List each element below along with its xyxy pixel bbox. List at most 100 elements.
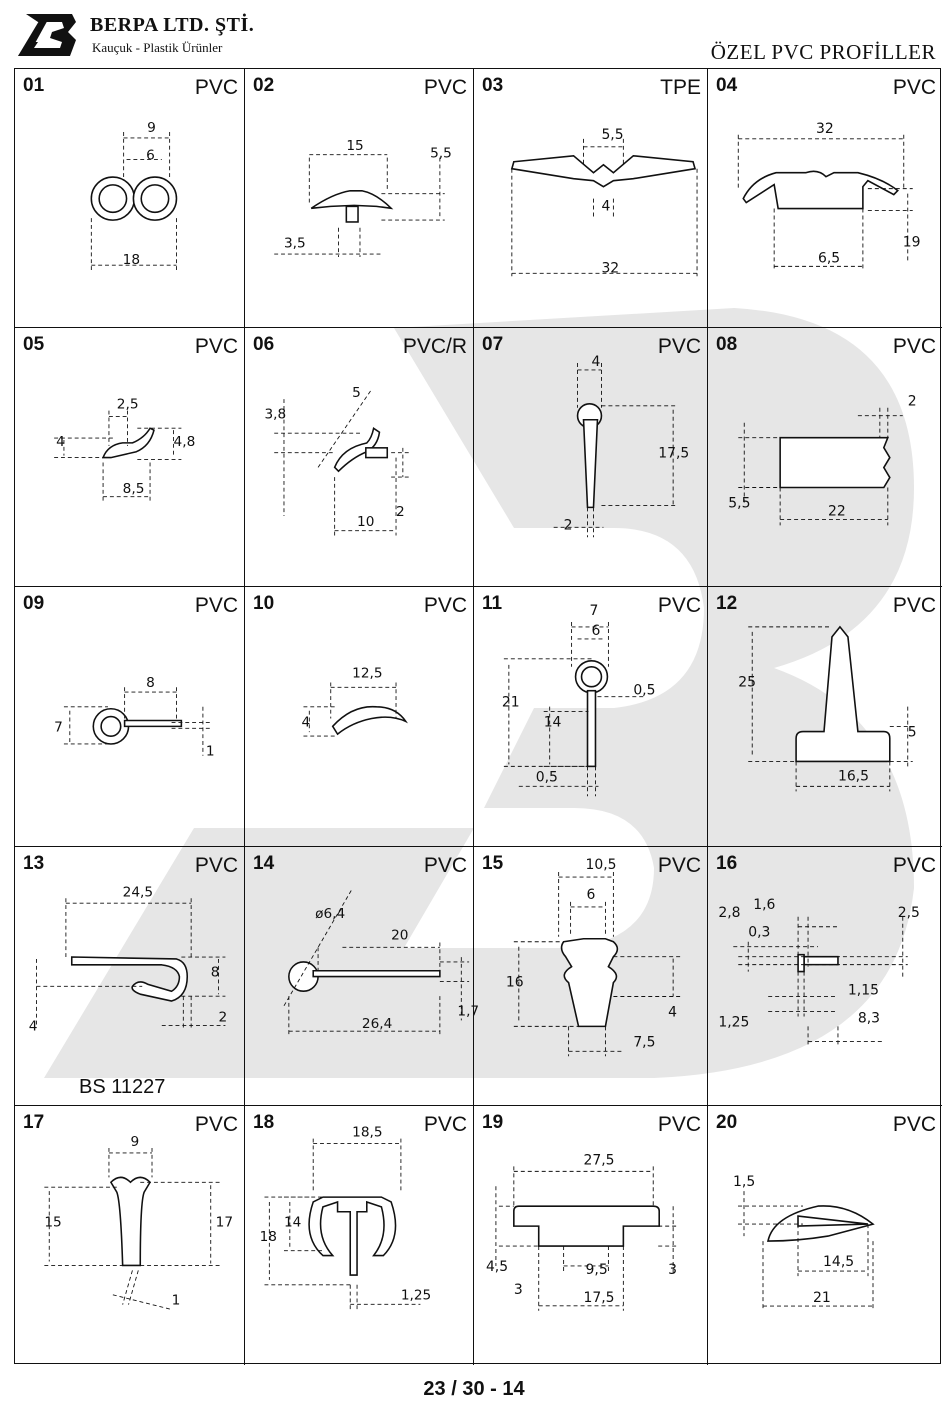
dimension-label: 2,5 — [117, 397, 139, 413]
page-number: 23 / 30 - 14 — [423, 1378, 525, 1400]
profile-drawing: 871 — [54, 676, 215, 761]
berpa-logo-icon — [18, 14, 76, 56]
profile-material: PVC — [892, 853, 936, 877]
dimension-label: 4 — [56, 434, 65, 450]
dimension-label: 2 — [219, 1009, 228, 1025]
dimension-label: 1,25 — [718, 1014, 749, 1030]
profile-number: 20 — [716, 1111, 738, 1133]
dimension-label: 4 — [668, 1004, 677, 1020]
dimension-label: 1,25 — [401, 1287, 431, 1303]
dimension-label: 18 — [260, 1229, 277, 1245]
dimension-label: 0,3 — [748, 924, 770, 940]
dimension-label: 1,15 — [848, 982, 879, 998]
dimension-label: 32 — [816, 121, 834, 137]
profile-material: PVC — [657, 594, 701, 618]
dimension-label: 14,5 — [823, 1254, 854, 1270]
profile-material: PVC — [194, 76, 238, 99]
dimension-label: 2,5 — [898, 904, 920, 920]
dimension-label: 0,5 — [633, 683, 655, 699]
profile-number: 17 — [23, 1111, 45, 1133]
dimension-label: 1,6 — [753, 896, 775, 912]
profile-number: 07 — [482, 334, 504, 356]
dimension-label: 3,8 — [264, 407, 286, 423]
dimension-label: 16,5 — [838, 769, 869, 785]
dimension-label: 2 — [908, 394, 917, 410]
company-subtitle: Kauçuk - Plastik Ürünler — [92, 40, 223, 55]
profile-material: PVC — [657, 335, 701, 359]
profile-note: BS 11227 — [79, 1075, 166, 1098]
dimension-label: 15 — [44, 1214, 61, 1230]
dimension-label: 6,5 — [818, 250, 840, 266]
dimension-label: 22 — [828, 504, 846, 520]
dimension-label: 1 — [206, 744, 215, 760]
profile-number: 06 — [253, 334, 275, 356]
dimension-label: 26,4 — [362, 1016, 392, 1032]
profile-number: 08 — [716, 334, 738, 356]
dimension-label: 7,5 — [633, 1034, 655, 1050]
profile-material: PVC — [657, 853, 701, 877]
profile-number: 12 — [716, 593, 738, 615]
profile-number: 04 — [716, 75, 738, 96]
profile-material: PVC — [194, 594, 238, 618]
profile-number: 10 — [253, 593, 275, 615]
dimension-label: 1,5 — [733, 1174, 755, 1190]
dimension-label: 8,5 — [123, 481, 145, 497]
dimension-label: 8,3 — [858, 1010, 880, 1026]
profile-number: 09 — [23, 593, 45, 615]
dimension-label: 4 — [29, 1018, 38, 1034]
profile-number: 16 — [716, 852, 738, 874]
profile-number: 14 — [253, 852, 275, 874]
profile-material: PVC — [423, 853, 467, 877]
dimension-label: 19 — [903, 234, 921, 250]
profile-drawing: 2,5 4 4,8 8,5 — [54, 397, 196, 502]
dimension-label: 3 — [668, 1262, 677, 1278]
profile-number: 03 — [482, 75, 504, 96]
dimension-label: 5,5 — [430, 146, 452, 162]
profile-material: PVC — [423, 76, 467, 99]
dimension-label: 12,5 — [352, 666, 382, 682]
dimension-label: 6 — [591, 623, 600, 639]
dimension-label: 0,5 — [536, 770, 558, 786]
dimension-label: 8 — [146, 676, 155, 692]
dimension-label: 4,8 — [174, 434, 196, 450]
profile-material: PVC — [892, 1112, 936, 1136]
catalog-title: ÖZEL PVC PROFİLLER — [710, 40, 936, 64]
dimension-label: 4 — [591, 354, 600, 370]
dimension-label: 1,7 — [457, 1003, 479, 1019]
dimension-label: 1 — [172, 1292, 181, 1308]
dimension-label: 10,5 — [586, 857, 617, 873]
profile-number: 11 — [482, 593, 503, 615]
page-header: BERPA LTD. ŞTİ. Kauçuk - Plastik Ürünler… — [0, 0, 948, 70]
dimension-label: 2 — [564, 517, 573, 533]
profile-drawing: 417,52 — [553, 354, 689, 538]
dimension-label: 32 — [601, 260, 619, 276]
dimension-label: 18,5 — [352, 1124, 382, 1140]
dimension-label: 5,5 — [728, 496, 750, 512]
